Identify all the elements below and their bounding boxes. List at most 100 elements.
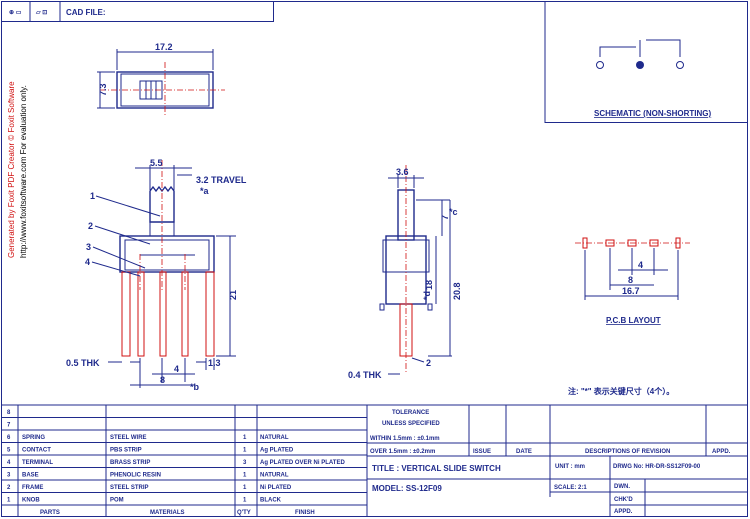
bom-cell-no: 8 <box>7 410 11 416</box>
watermark: Generated by Foxit PDF Creator © Foxit S… <box>7 81 28 258</box>
bom-cell-part: SPRING <box>22 435 45 441</box>
dwn-label: DWN. <box>614 484 630 490</box>
date-label: DATE <box>516 449 532 455</box>
top-width-dim: 17.2 <box>155 42 173 52</box>
balloon-4: 4 <box>85 257 90 267</box>
bom-header: PARTS MATERIALS Q'TY FINISH <box>40 510 315 516</box>
bom-cell-qty: 1 <box>243 435 247 441</box>
bom-cell-qty: 3 <box>243 460 247 466</box>
bom-cell-no: 6 <box>7 435 11 441</box>
watermark-line1: Generated by Foxit PDF Creator © Foxit S… <box>7 81 16 258</box>
terminal-left-symbol <box>596 61 604 69</box>
bom-cell-part: FRAME <box>22 485 43 491</box>
drwg-no: DRWG No: HR-DR-SS12F09-00 <box>613 464 701 470</box>
schematic-title: SCHEMATIC (NON-SHORTING) <box>594 109 712 118</box>
thk-dim: 0.5 THK <box>66 358 100 368</box>
descriptions-label: DESCRIPTIONS OF REVISION <box>585 449 670 455</box>
side-thk: 0.4 THK <box>348 370 382 380</box>
dim-8-note: *b <box>190 382 200 392</box>
top-view: 17.2 7.3 <box>97 42 225 115</box>
model-label: MODEL: SS-12F09 <box>372 484 442 493</box>
bom-cell-material: PBS STRIP <box>110 448 142 454</box>
appd2-label: APPD. <box>614 509 633 515</box>
bom-cell-part: TERMINAL <box>22 460 53 466</box>
travel-dim: 3.2 TRAVEL <box>196 175 247 185</box>
bom-header-finish: FINISH <box>295 510 315 516</box>
dim-7-mark: *c <box>449 207 458 217</box>
unless-label: UNLESS SPECIFIED <box>382 421 440 427</box>
bom-cell-no: 5 <box>7 448 11 454</box>
dim-20-8: 20.8 <box>452 282 462 300</box>
bom-cell-no: 2 <box>7 485 11 491</box>
bom-cell-part: CONTACT <box>22 448 51 454</box>
bom-cell-qty: 1 <box>243 473 247 479</box>
bom-cell-finish: BLACK <box>260 498 282 504</box>
bom-cell-material: STEEL STRIP <box>110 485 149 491</box>
over-tolerance: OVER 1.5mm : ±0.2mm <box>370 449 435 455</box>
bom-cell-no: 4 <box>7 460 11 466</box>
terminal-common-symbol <box>636 61 644 69</box>
pcb-title: P.C.B LAYOUT <box>606 316 661 325</box>
bom-cell-finish: Ag PLATED OVER Ni PLATED <box>260 460 345 466</box>
bom-cell-material: STEEL WIRE <box>110 435 147 441</box>
top-height-dim: 7.3 <box>98 83 108 96</box>
bom-cell-no: 1 <box>7 498 11 504</box>
bom-header-materials: MATERIALS <box>150 510 185 516</box>
bom-header-qty: Q'TY <box>237 510 251 516</box>
dim-18: 18 <box>424 280 434 290</box>
bom-cell-finish: NATURAL <box>260 435 289 441</box>
bom-rows: 8 7 6 SPRING STEEL WIRE 1 NATURAL 5 CONTACT PBS S… <box>1 410 367 504</box>
cad-file-label: CAD FILE: <box>66 8 106 17</box>
bom-cell-part: BASE <box>22 473 39 479</box>
bom-cell-material: BRASS STRIP <box>110 460 150 466</box>
title-block: TOLERANCE UNLESS SPECIFIED WITHIN 1.5mm … <box>367 404 748 516</box>
cad-file-box: ⊕ ▭ ▱ ⊡ CAD FILE: <box>1 1 274 22</box>
bom-table <box>1 404 368 516</box>
bom-cell-part: KNOB <box>22 498 40 504</box>
tolerance-label: TOLERANCE <box>392 410 429 416</box>
pcb-layout: 4 8 16.7 P.C.B LAYOUT <box>575 237 690 325</box>
dim-3-6: 3.6 <box>396 167 409 177</box>
balloon-3: 3 <box>86 242 91 252</box>
dim-4: 4 <box>174 364 179 374</box>
travel-note: *a <box>200 186 210 196</box>
pcb-dim-4: 4 <box>638 260 643 270</box>
bom-cell-no: 3 <box>7 473 11 479</box>
key-dim-note: 注: "*" 表示关键尺寸（4个）。 <box>568 386 674 396</box>
within-tolerance: WITHIN 1.5mm : ±0.1mm <box>370 436 440 442</box>
bom-cell-material: POM <box>110 498 124 504</box>
balloon-1: 1 <box>90 191 95 201</box>
front-view: 5.5 3.2 TRAVEL *a 1 2 3 4 21 0.5 THK 4 8… <box>66 158 247 392</box>
drawing-title: TITLE : VERTICAL SLIDE SWITCH <box>372 464 501 473</box>
bom-cell-finish: Ni PLATED <box>260 485 292 491</box>
terminal-right-symbol <box>676 61 684 69</box>
symbol-right: ▱ ⊡ <box>35 10 47 16</box>
appd-label: APPD. <box>712 449 731 455</box>
bom-cell-no: 7 <box>7 423 11 429</box>
pcb-dim-8: 8 <box>628 275 633 285</box>
bom-cell-qty: 1 <box>243 498 247 504</box>
bom-cell-qty: 1 <box>243 485 247 491</box>
bom-header-parts: PARTS <box>40 510 60 516</box>
pcb-dim-16-7: 16.7 <box>622 286 640 296</box>
dim-18-note: *d <box>422 291 432 300</box>
dim-1-3: 1.3 <box>208 358 221 368</box>
dim-21: 21 <box>228 290 238 300</box>
symbol-left: ⊕ ▭ <box>9 10 22 16</box>
dim-7: 7 <box>440 215 450 220</box>
schematic-box: SCHEMATIC (NON-SHORTING) <box>544 1 748 123</box>
unit-label: UNIT : mm <box>555 464 585 470</box>
chkd-label: CHK'D <box>614 497 633 503</box>
balloon-2: 2 <box>88 221 93 231</box>
dim-2: 2 <box>426 358 431 368</box>
side-view: 3.6 7 *c 18 *d 20.8 2 0.4 THK <box>348 165 462 380</box>
issue-label: ISSUE <box>473 449 491 455</box>
bom-cell-finish: Ag PLATED <box>260 448 294 454</box>
bom-cell-qty: 1 <box>243 448 247 454</box>
watermark-line2: http://www.foxitsoftware.com For evaluat… <box>19 85 28 258</box>
dim-8: 8 <box>160 375 165 385</box>
scale-label: SCALE: 2:1 <box>554 485 587 491</box>
